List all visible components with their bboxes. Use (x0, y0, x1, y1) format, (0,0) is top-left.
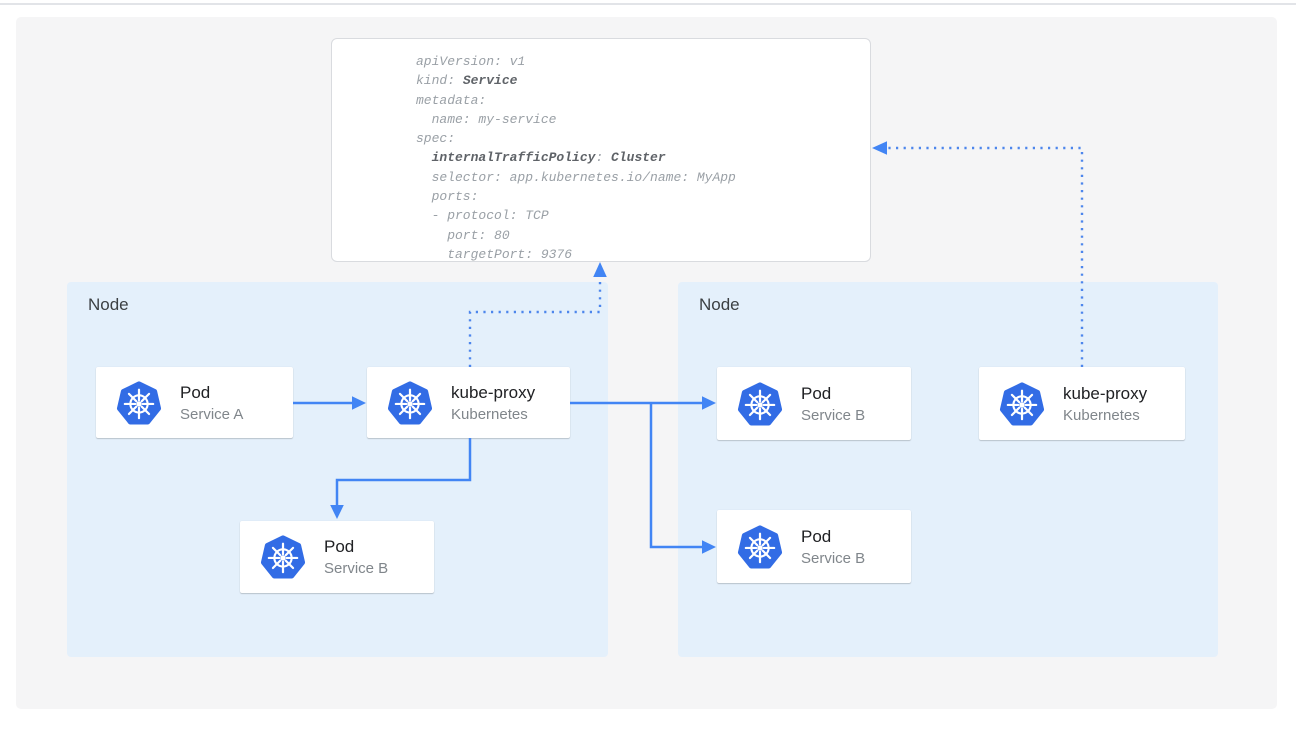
kubernetes-icon (387, 380, 433, 426)
kubernetes-icon (116, 380, 162, 426)
node-box-left: Node (67, 282, 608, 657)
card-title: Pod (801, 383, 832, 403)
pod-service-b-card-right-bottom: Pod Service B (717, 510, 911, 583)
card-subtitle: Service B (801, 406, 866, 424)
yaml-code-line: metadata: (416, 92, 487, 108)
card-subtitle: Kubernetes (1063, 406, 1140, 424)
kubernetes-icon (999, 381, 1045, 427)
card-title: kube-proxy (451, 382, 536, 402)
kubernetes-icon (737, 381, 783, 427)
yaml-code-line: targetPort: 9376 (416, 246, 573, 262)
kube-proxy-card-left: kube-proxy Kubernetes (367, 367, 570, 438)
service-yaml-card: apiVersion: v1 kind: Service metadata: n… (331, 38, 871, 262)
yaml-code-line: spec: (416, 131, 456, 147)
pod-service-b-card-left: Pod Service B (240, 521, 434, 593)
page-top-divider (0, 3, 1296, 5)
card-title: kube-proxy (1063, 383, 1148, 403)
kube-proxy-card-right: kube-proxy Kubernetes (979, 367, 1185, 440)
node-label: Node (88, 295, 129, 314)
card-title: Pod (324, 537, 355, 556)
yaml-code-line: - protocol: TCP (416, 208, 549, 224)
pod-service-a-card: Pod Service A (96, 367, 293, 438)
card-subtitle: Kubernetes (451, 405, 528, 423)
card-subtitle: Service B (801, 549, 866, 567)
yaml-code-line: selector: app.kubernetes.io/name: MyApp (416, 169, 736, 185)
card-subtitle: Service A (180, 405, 244, 423)
yaml-code-line: ports: (416, 189, 479, 205)
pod-service-b-card-right-top: Pod Service B (717, 367, 911, 440)
node-label: Node (699, 295, 740, 314)
card-title: Pod (801, 526, 832, 546)
card-title: Pod (180, 382, 211, 402)
node-box-right: Node (678, 282, 1218, 657)
yaml-code-line: apiVersion: v1 (416, 54, 526, 69)
yaml-code-line: port: 80 (416, 227, 510, 243)
card-subtitle: Service B (324, 560, 389, 577)
kubernetes-icon (260, 534, 306, 580)
yaml-code-line: name: my-service (416, 111, 557, 127)
yaml-code-line: kind: Service (416, 73, 518, 89)
yaml-code-line: internalTrafficPolicy: Cluster (431, 150, 666, 166)
kubernetes-icon (737, 524, 783, 570)
